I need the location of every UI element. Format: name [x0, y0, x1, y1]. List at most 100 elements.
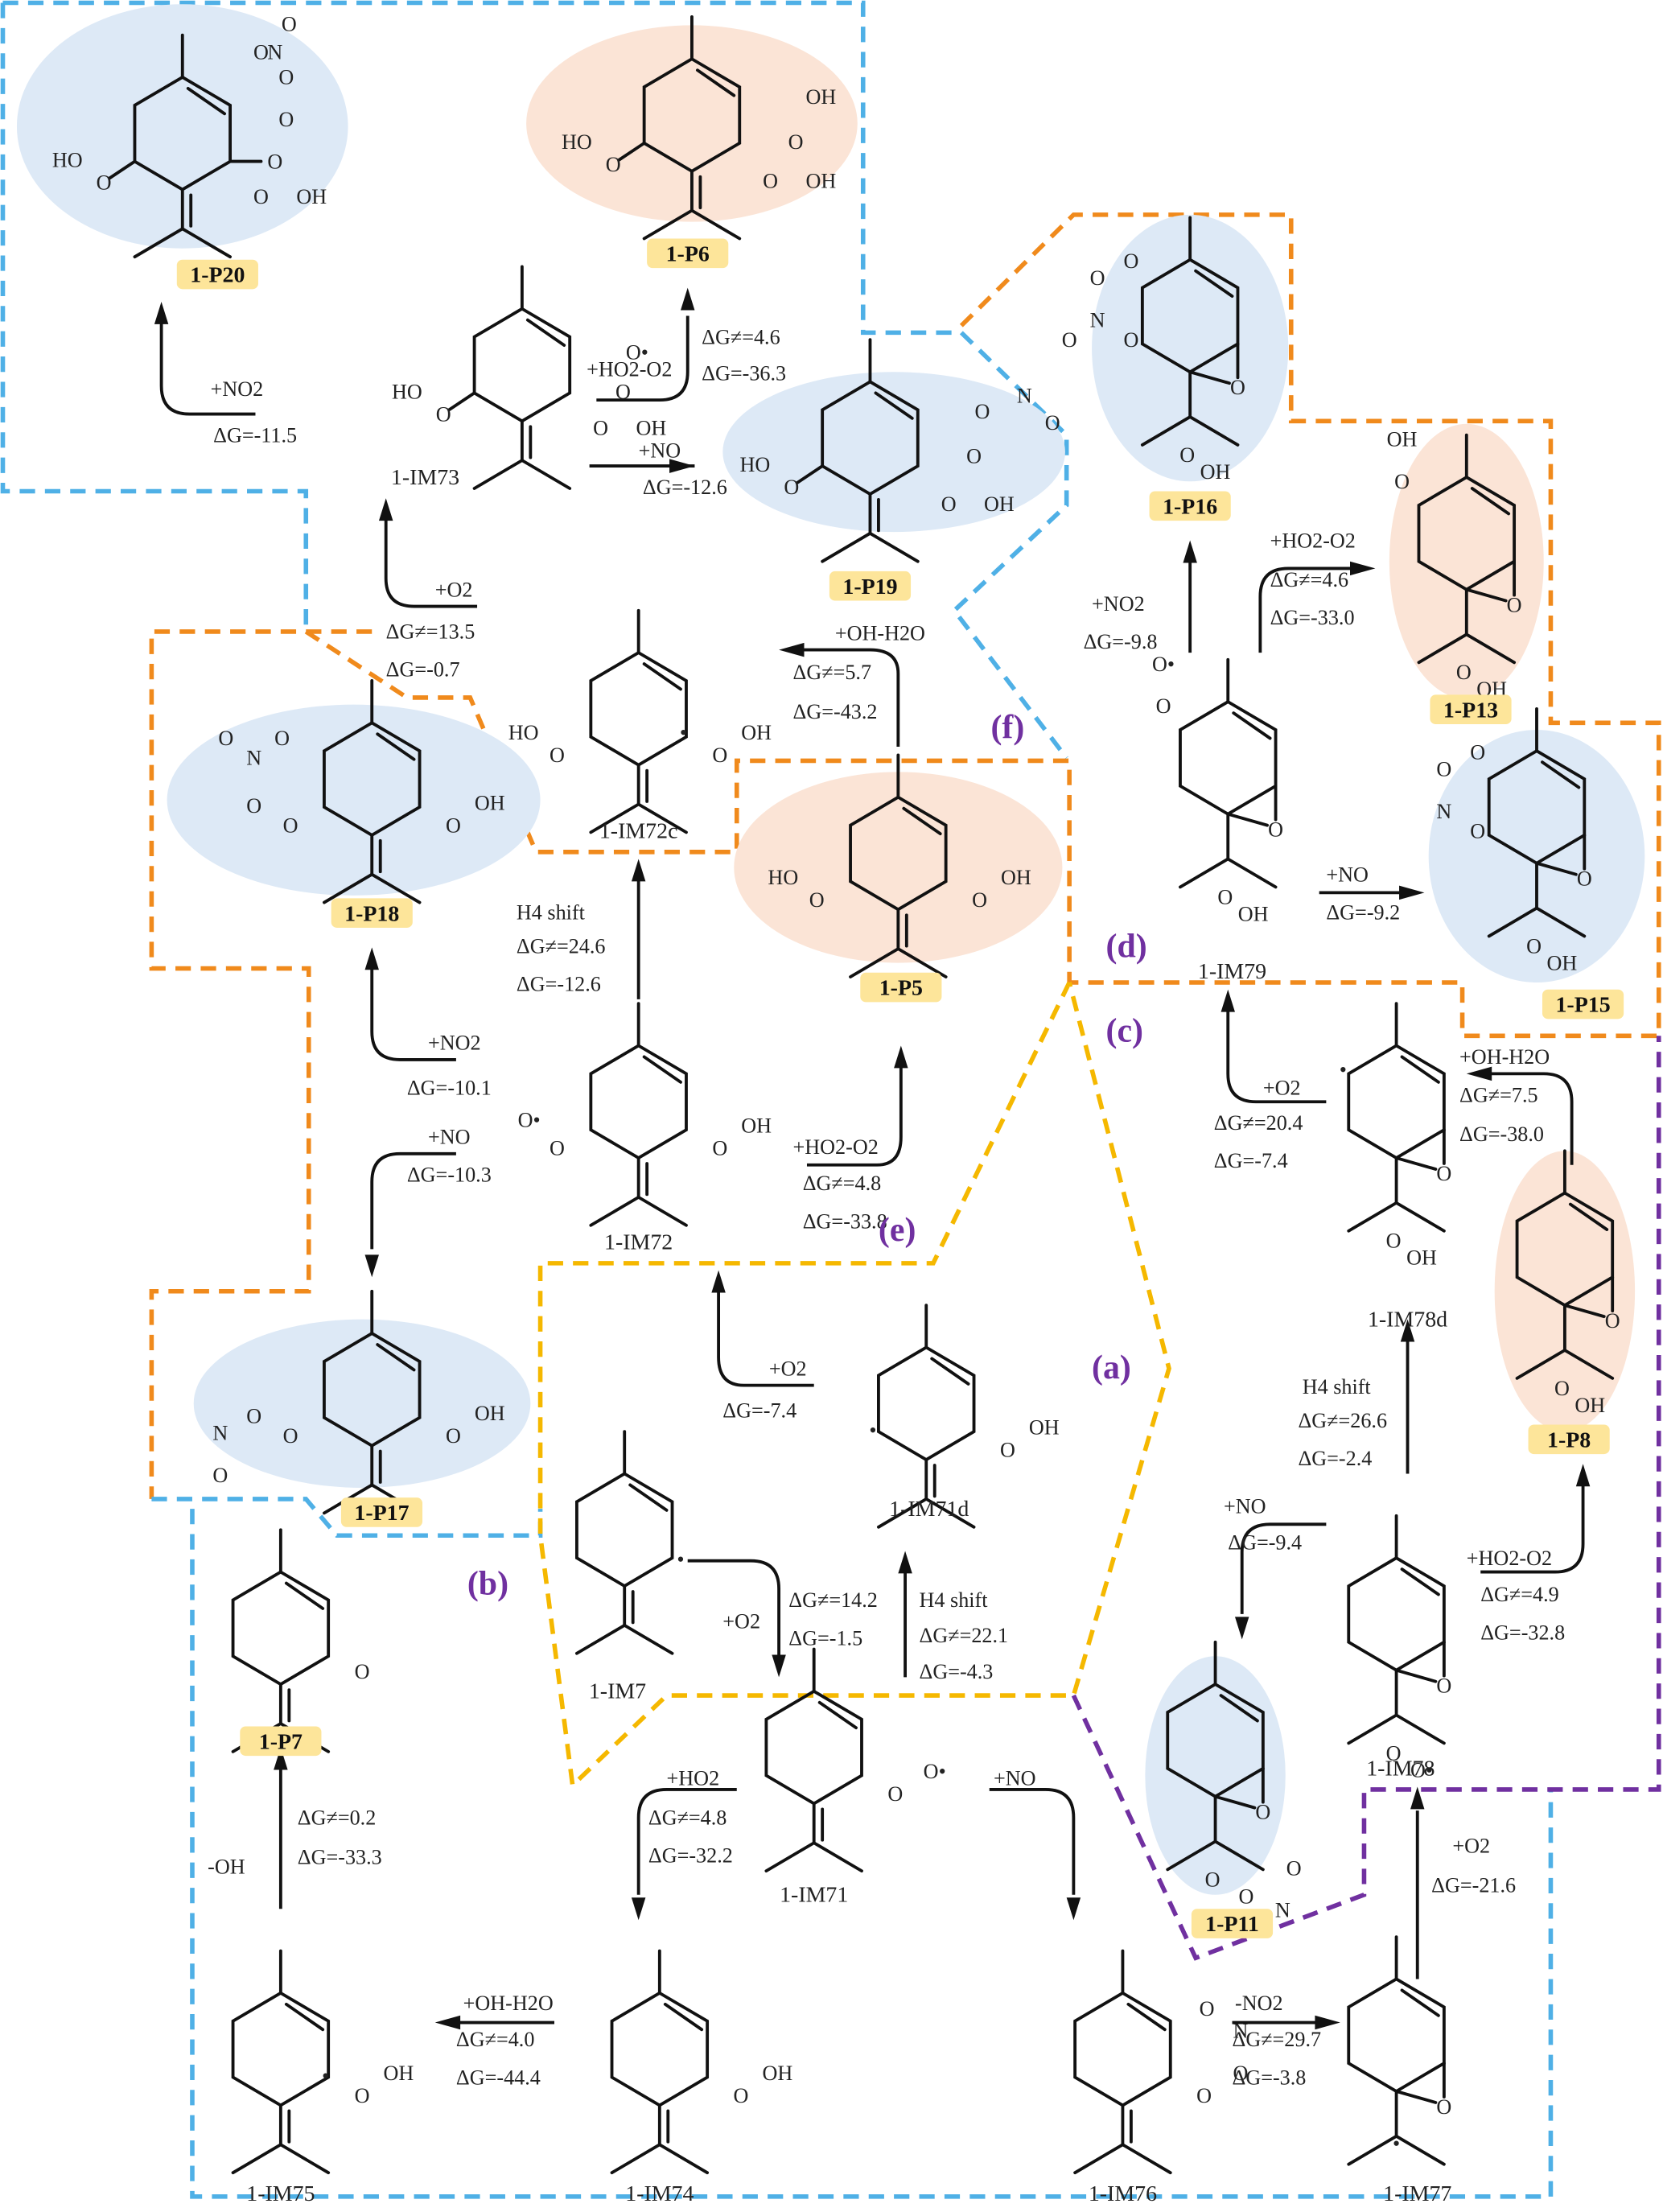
atom-label: O	[1090, 266, 1105, 290]
activation-energy-label: ΔG≠=4.8	[648, 1806, 727, 1830]
bond	[1347, 1555, 1446, 1672]
atom-label: O	[253, 40, 269, 64]
atom-label: OH	[296, 185, 327, 208]
atom-label: HO	[508, 721, 539, 744]
arrow-IM74_IM75	[434, 2015, 555, 2030]
intermediate-name-IM71d: 1-IM71d	[889, 1497, 969, 1522]
activation-energy-label: ΔG≠=22.1	[920, 1624, 1009, 1647]
atom-label: O	[282, 12, 297, 35]
arrowhead	[898, 1551, 912, 1574]
reaction-energy-label: ΔG=-21.6	[1431, 1873, 1516, 1897]
activation-energy-label: ΔG≠=4.8	[803, 1172, 882, 1195]
reagent-label: +HO2-O2	[587, 357, 672, 381]
reagent-label: +NO	[994, 1767, 1036, 1790]
atom-label: O	[1394, 470, 1410, 493]
reagent-label: +O2	[769, 1357, 807, 1380]
atom-label: OH	[475, 791, 505, 814]
atom-label: O•	[1410, 1758, 1433, 1782]
atom-label: O	[1386, 1230, 1402, 1253]
atom-label: O	[355, 1660, 370, 1683]
bond	[1400, 1988, 1440, 2017]
atom-label: O	[1045, 411, 1060, 435]
reagent-label: +OH-H2O	[835, 621, 925, 645]
orange-box-right-top	[959, 212, 1661, 1039]
atom-label: O	[253, 185, 269, 208]
atom-label: O	[1470, 741, 1485, 764]
product-label-P17: 1-P17	[340, 1497, 423, 1527]
label-background	[860, 972, 942, 1003]
arrowhead	[894, 1045, 908, 1069]
reaction-energy-label: ΔG=-44.4	[456, 2066, 541, 2089]
reagent-label: +O2	[1263, 1077, 1301, 1100]
arrowhead	[1410, 1786, 1425, 1810]
molecule-IM78d: O•OOH	[1340, 1002, 1451, 1270]
arrow-IM76_IM77	[1232, 2015, 1340, 2030]
atom-label: O	[278, 108, 294, 131]
label-background	[1430, 694, 1512, 725]
molecule-IM72: OO•OOH	[518, 1002, 772, 1227]
atom-label: N	[212, 1422, 228, 1445]
reagent-label: H4 shift	[517, 901, 586, 925]
arrowhead	[378, 498, 393, 521]
atom-label: N	[246, 747, 261, 770]
atom-label: HO	[392, 380, 422, 403]
atom-label: O	[593, 417, 608, 440]
bond	[525, 318, 566, 348]
bond	[472, 459, 572, 490]
label-background	[1191, 1909, 1274, 1938]
intermediate-name-IM75: 1-IM75	[246, 2181, 315, 2206]
atom-label: O	[1123, 328, 1138, 352]
molecule-IM74: OOH	[610, 1949, 792, 2175]
atom-label: HO	[562, 130, 592, 154]
reaction-energy-label: ΔG=-9.8	[1084, 630, 1158, 653]
intermediate-name-IM74: 1-IM74	[625, 2181, 694, 2206]
bond	[1541, 760, 1581, 789]
reagent-label: +O2	[435, 578, 473, 601]
arrow-IM72_P17	[364, 1151, 456, 1278]
bond	[1562, 1275, 1615, 1319]
atom-label: OH	[1547, 951, 1578, 974]
bond	[1347, 1201, 1446, 1233]
reaction-energy-label: ΔG=-33.0	[1270, 606, 1355, 629]
bond	[1219, 1694, 1259, 1723]
yellow-box-center	[537, 981, 1171, 1790]
bond	[1470, 487, 1511, 516]
reagent-label: H4 shift	[1303, 1375, 1372, 1398]
bond	[817, 1700, 858, 1730]
atom-label: O	[975, 400, 990, 423]
bond	[795, 464, 825, 484]
product-name: 1-P15	[1555, 993, 1610, 1018]
arrowhead	[1315, 2015, 1340, 2030]
product-name: 1-P18	[344, 901, 399, 926]
activation-energy-label: ΔG≠=26.6	[1298, 1409, 1387, 1432]
atom-label: O	[274, 727, 290, 750]
atom-label: O	[1233, 2062, 1249, 2085]
activation-energy-label: ΔG≠=13.5	[386, 620, 475, 644]
label-background	[1528, 1424, 1610, 1455]
intermediate-name-IM77: 1-IM77	[1383, 2181, 1451, 2206]
atom-label: O	[1286, 1856, 1302, 1880]
bond	[1394, 2062, 1446, 2104]
atom-label: OH	[762, 2062, 792, 2085]
bond	[1073, 2143, 1172, 2175]
product-label-P15: 1-P15	[1542, 989, 1624, 1019]
reagent-label: +OH-H2O	[1459, 1045, 1550, 1069]
bond	[589, 1195, 688, 1227]
reagent-label: H4 shift	[920, 1588, 989, 1612]
ellipse-P13	[1389, 423, 1544, 699]
bond	[1194, 269, 1234, 298]
bond	[589, 1044, 688, 1160]
atom-label: N	[267, 40, 282, 64]
reagent-label: +NO	[1326, 863, 1369, 886]
bond	[877, 1345, 976, 1462]
bond	[1347, 2134, 1446, 2166]
